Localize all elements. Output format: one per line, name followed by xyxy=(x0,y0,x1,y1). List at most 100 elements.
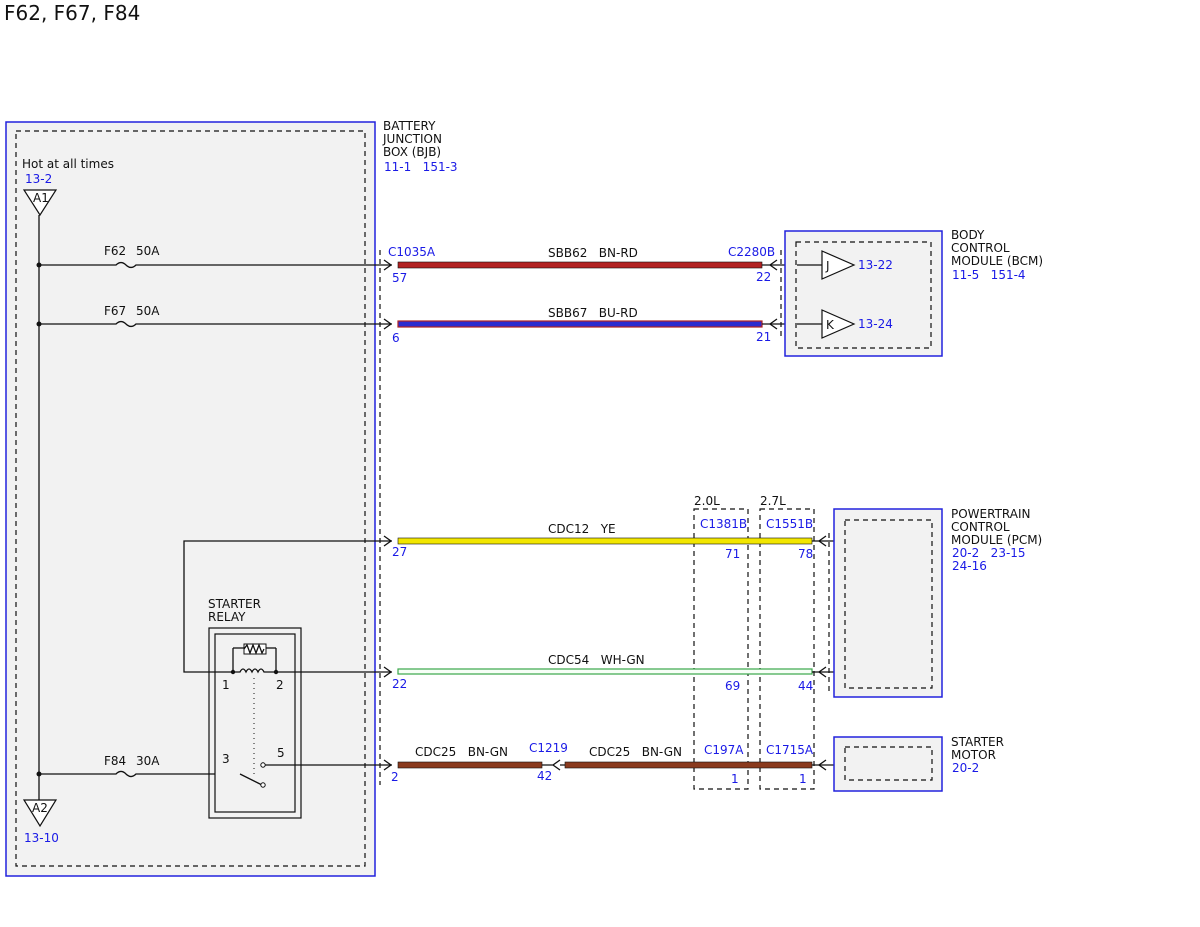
f62-line xyxy=(39,261,392,269)
bcm-ref-j: 13-22 xyxy=(858,258,893,272)
svg-text:CONTROL: CONTROL xyxy=(951,520,1010,534)
svg-text:5: 5 xyxy=(277,746,285,760)
pcm-box xyxy=(833,508,943,698)
svg-text:MODULE (PCM): MODULE (PCM) xyxy=(951,533,1042,547)
f84-line xyxy=(39,770,240,778)
c197a-label: C197A xyxy=(704,743,744,757)
cdc12-feed xyxy=(183,540,392,673)
pin-22-bjb: 22 xyxy=(392,677,407,691)
cdc25b-label: CDC25 BN-GN xyxy=(589,745,682,759)
a1-label: A1 xyxy=(33,191,49,205)
cdc54-label: CDC54 WH-GN xyxy=(548,653,645,667)
pin-2: 2 xyxy=(391,770,399,784)
wire-cdc25-a xyxy=(397,761,543,769)
wire-sbb62 xyxy=(397,261,763,269)
bcm-input-j xyxy=(821,250,856,280)
svg-text:2: 2 xyxy=(276,678,284,692)
svg-text:24-16: 24-16 xyxy=(952,559,987,573)
svg-text:STARTER: STARTER xyxy=(208,597,261,611)
c1035a-label: C1035A xyxy=(388,245,436,259)
pcm-inner-border xyxy=(844,519,933,689)
pin-27: 27 xyxy=(392,545,407,559)
svg-text:RELAY: RELAY xyxy=(208,610,246,624)
c1381b-label: C1381B xyxy=(700,517,747,531)
pin-78: 78 xyxy=(798,547,813,561)
starter-relay: STARTER RELAY 1 2 3 5 xyxy=(208,597,302,819)
c2280b-label: C2280B xyxy=(728,245,775,259)
f67-name: F67 xyxy=(104,304,126,318)
svg-text:3: 3 xyxy=(222,752,230,766)
wire-cdc54 xyxy=(397,668,813,675)
bjb-label: BATTERY JUNCTION BOX (BJB) 11-1 151-3 xyxy=(382,119,458,174)
svg-text:11-5 151-4: 11-5 151-4 xyxy=(952,268,1026,282)
a2-label: A2 xyxy=(32,801,48,815)
svg-text:MODULE (BCM): MODULE (BCM) xyxy=(951,254,1043,268)
engine-2-7l: 2.7L xyxy=(760,494,786,508)
pcm-label: POWERTRAIN CONTROL MODULE (PCM) 20-2 23-… xyxy=(951,507,1042,573)
pin-1-c197a: 1 xyxy=(731,772,739,786)
bcm-ref-k: 13-24 xyxy=(858,317,893,331)
pin-1-c1715a: 1 xyxy=(799,772,807,786)
svg-text:11-1 151-3: 11-1 151-3 xyxy=(384,160,458,174)
f84-name: F84 xyxy=(104,754,126,768)
starter-motor-box xyxy=(833,736,943,792)
c1551b-label: C1551B xyxy=(766,517,813,531)
f84-rating: 30A xyxy=(136,754,160,768)
bcm-input-k xyxy=(821,309,856,339)
c1219-label: C1219 xyxy=(529,741,568,755)
c1219-arrow xyxy=(542,759,565,771)
svg-text:1: 1 xyxy=(222,678,230,692)
bjb-inner-border xyxy=(15,130,366,867)
pin-22-bcm: 22 xyxy=(756,270,771,284)
bcm-inner-border xyxy=(795,241,932,349)
bcm-pin-j: J xyxy=(825,259,830,273)
pin-42: 42 xyxy=(537,769,552,783)
pin-44: 44 xyxy=(798,679,813,693)
hot-label: Hot at all times xyxy=(22,157,114,171)
f62-name: F62 xyxy=(104,244,126,258)
wire-sbb67 xyxy=(397,320,763,328)
page-title: F62, F67, F84 xyxy=(4,1,140,25)
c1551b-c1715a-box xyxy=(759,508,815,790)
svg-text:20-2: 20-2 xyxy=(952,761,979,775)
sbb62-label: SBB62 BN-RD xyxy=(548,246,638,260)
svg-text:BODY: BODY xyxy=(951,228,985,242)
engine-2-0l: 2.0L xyxy=(694,494,720,508)
pin-57: 57 xyxy=(392,271,407,285)
hot-ref: 13-2 xyxy=(25,172,52,186)
f62-rating: 50A xyxy=(136,244,160,258)
f67-line xyxy=(39,320,392,328)
svg-text:JUNCTION: JUNCTION xyxy=(382,132,442,146)
svg-text:CONTROL: CONTROL xyxy=(951,241,1010,255)
starter-motor-label: STARTER MOTOR 20-2 xyxy=(951,735,1004,775)
wire-cdc25-b xyxy=(564,761,813,769)
svg-text:20-2 23-15: 20-2 23-15 xyxy=(952,546,1026,560)
bcm-label: BODY CONTROL MODULE (BCM) 11-5 151-4 xyxy=(951,228,1043,282)
bjb-box xyxy=(5,121,376,877)
a1-triangle xyxy=(22,189,58,217)
cdc25a-label: CDC25 BN-GN xyxy=(415,745,508,759)
c1715a-label: C1715A xyxy=(766,743,814,757)
a2-ref: 13-10 xyxy=(24,831,59,845)
svg-text:STARTER: STARTER xyxy=(951,735,1004,749)
pin-69: 69 xyxy=(725,679,740,693)
a2-triangle xyxy=(22,799,58,828)
bcm-pin-k: K xyxy=(826,318,835,332)
wire-cdc12 xyxy=(397,537,813,545)
cdc12-label: CDC12 YE xyxy=(548,522,616,536)
sbb67-label: SBB67 BU-RD xyxy=(548,306,638,320)
f67-rating: 50A xyxy=(136,304,160,318)
pin-21-bcm: 21 xyxy=(756,330,771,344)
bjb-connector-arrows xyxy=(383,259,393,771)
pin-71: 71 xyxy=(725,547,740,561)
svg-text:POWERTRAIN: POWERTRAIN xyxy=(951,507,1031,521)
starter-motor-inner-border xyxy=(844,746,933,781)
bcm-box xyxy=(784,230,943,357)
svg-text:MOTOR: MOTOR xyxy=(951,748,996,762)
c1381b-c197a-box xyxy=(693,508,749,790)
module-arrows xyxy=(817,535,827,771)
pin-6: 6 xyxy=(392,331,400,345)
svg-text:BOX (BJB): BOX (BJB) xyxy=(383,145,441,159)
svg-text:BATTERY: BATTERY xyxy=(383,119,436,133)
